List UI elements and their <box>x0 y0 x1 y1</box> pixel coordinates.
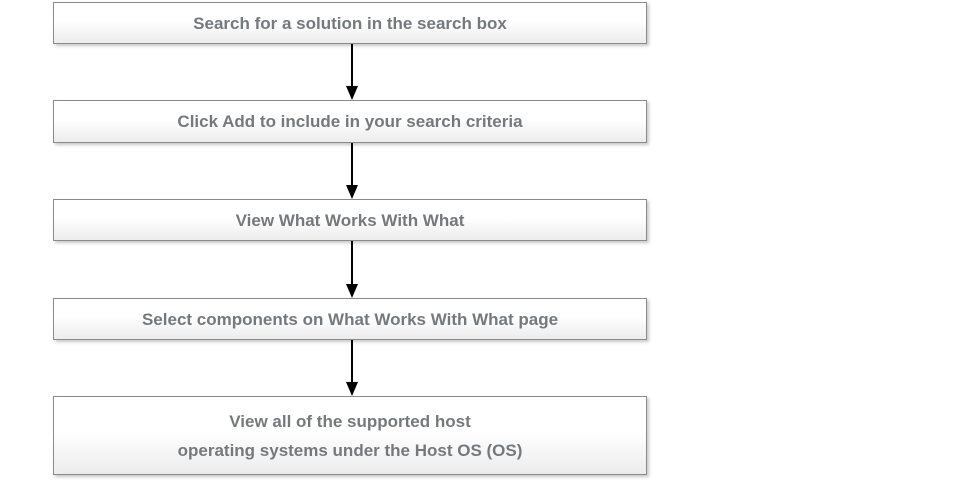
flow-step-search-box: Search for a solution in the search box <box>53 2 647 44</box>
arrow-shaft <box>350 340 353 382</box>
arrow-down-icon-4 <box>345 340 358 396</box>
arrow-head-icon <box>345 382 358 396</box>
flow-step-label: Search for a solution in the search box <box>193 13 507 33</box>
arrow-shaft <box>350 241 353 284</box>
flow-step-label: View all of the supported host operating… <box>177 411 523 460</box>
arrow-shaft <box>350 143 353 185</box>
arrow-down-icon-3 <box>345 241 358 298</box>
flow-step-label: Select components on What Works With Wha… <box>141 309 559 329</box>
arrow-down-icon-2 <box>345 143 358 199</box>
arrow-head-icon <box>345 185 358 199</box>
flow-step-click-add: Click Add to include in your search crit… <box>53 100 647 143</box>
arrow-shaft <box>350 44 353 86</box>
flow-step-label: View What Works With What <box>235 210 465 230</box>
arrow-down-icon-1 <box>345 44 358 100</box>
flow-step-view-host-os: View all of the supported host operating… <box>53 396 647 475</box>
flow-step-label: Click Add to include in your search crit… <box>177 112 523 131</box>
flow-step-select-components: Select components on What Works With Wha… <box>53 298 647 340</box>
flow-step-view-what-works: View What Works With What <box>53 199 647 241</box>
arrow-head-icon <box>345 86 358 100</box>
arrow-head-icon <box>345 284 358 298</box>
